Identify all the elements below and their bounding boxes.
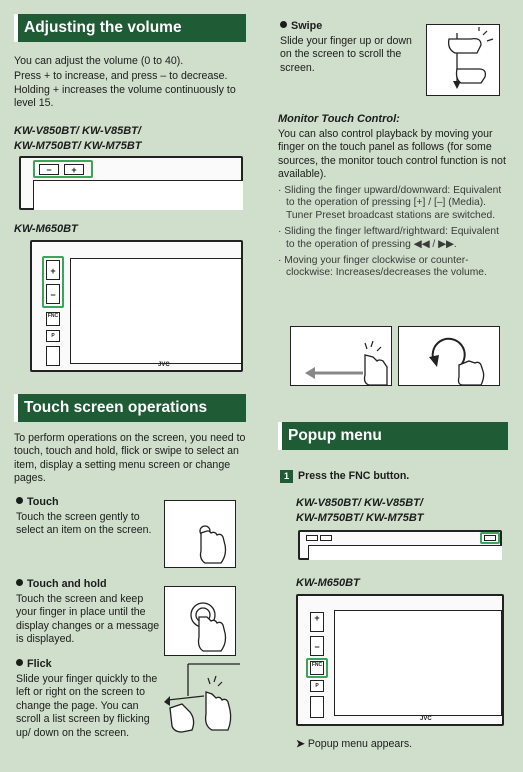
fnc-highlight-b: [306, 658, 328, 678]
bullet-icon: [16, 659, 23, 666]
device-screen: [33, 180, 243, 210]
popup-brand-logo: JVC: [420, 716, 432, 722]
touch-block: Touch Touch the screen gently to select …: [16, 496, 164, 538]
device-button-left: [306, 535, 318, 541]
volume-hold-text: Holding + increases the volume continuou…: [14, 83, 236, 110]
monitor-touch-title: Monitor Touch Control:: [278, 113, 400, 125]
popup-section: Popup menu: [278, 422, 508, 450]
left-column: Adjusting the volume You can adjust the …: [14, 14, 246, 154]
heading-touch-operations: Touch screen operations: [14, 394, 246, 422]
popup-device-screen: [308, 545, 502, 560]
popup-device-screen-b: [334, 610, 502, 716]
rotate-illustration: [398, 326, 500, 386]
monitor-touch-text: You can also control playback by moving …: [278, 128, 506, 181]
slide-left-icon: [305, 340, 388, 386]
fnc-button-wide: [484, 535, 496, 541]
popup-disc-slot: [310, 696, 324, 718]
touch-text: Touch the screen gently to select an ite…: [16, 511, 152, 537]
popup-device-m650: + − FNC P JVC: [296, 594, 504, 726]
flick-text: Slide your finger quickly to the left or…: [16, 673, 158, 739]
flick-finger-icon: [164, 663, 240, 733]
model-b-label: KW-M650BT: [14, 223, 78, 235]
rotate-icon: [429, 337, 485, 386]
slide-illustration: [290, 326, 392, 386]
monitor-item-vertical: · Sliding the finger upward/downward: Eq…: [278, 184, 502, 222]
popup-plus-button: +: [310, 612, 324, 632]
popup-models-line1: KW-V850BT/ KW-V85BT/: [296, 497, 423, 509]
bullet-icon: [16, 497, 23, 504]
fnc-highlight: [480, 532, 500, 544]
popup-device-wide: [298, 530, 502, 560]
swipe-block: Swipe Slide your finger up or down on th…: [280, 20, 422, 75]
popup-minus-button: −: [310, 636, 324, 656]
volume-plus-button-b: +: [46, 260, 60, 280]
device-button-left-2: [320, 535, 332, 541]
fnc-label: FNC: [47, 313, 59, 319]
step-number-badge: 1: [280, 470, 293, 483]
device-illustration-m650: + − FNC P JVC: [30, 240, 243, 372]
touch-title: Touch: [16, 496, 164, 509]
hold-block: Touch and hold Touch the screen and keep…: [16, 578, 164, 647]
model-list-a-line1: KW-V850BT/ KW-V85BT/: [14, 124, 141, 137]
device-screen-b: [70, 258, 242, 364]
volume-plus-button: +: [64, 164, 84, 175]
hold-illustration: [164, 586, 236, 656]
heading-adjusting-volume: Adjusting the volume: [14, 14, 246, 42]
popup-result-text: ➤ Popup menu appears.: [296, 738, 412, 751]
touch-finger-icon: [199, 525, 227, 564]
step-1-text: Press the FNC button.: [298, 470, 410, 482]
fnc-button-b: FNC: [46, 312, 60, 326]
popup-fnc-label: FNC: [311, 662, 323, 668]
popup-model-list-a: KW-V850BT/ KW-V85BT/ KW-M750BT/ KW-M75BT: [296, 496, 424, 526]
swipe-illustration: [426, 24, 500, 96]
flick-title: Flick: [16, 658, 162, 671]
monitor-item-rotate: · Moving your finger clockwise or counte…: [278, 254, 487, 279]
swipe-finger-icon: [447, 27, 494, 89]
volume-buttons-highlight-b: [42, 256, 64, 308]
bullet-icon: [280, 21, 287, 28]
aux-button-b: P: [46, 330, 60, 342]
volume-buttons-highlight: [33, 160, 93, 178]
flick-block: Flick Slide your finger quickly to the l…: [16, 658, 162, 740]
arrow-icon: ➤: [296, 738, 305, 750]
hold-finger-icon: [190, 602, 227, 652]
touch-illustration: [164, 500, 236, 568]
popup-fnc-button: FNC: [310, 661, 324, 675]
popup-step-1: 1 Press the FNC button.: [280, 470, 409, 483]
popup-model-b-label: KW-M650BT: [296, 577, 360, 589]
swipe-title: Swipe: [280, 20, 422, 33]
swipe-text: Slide your finger up or down on the scre…: [280, 35, 412, 74]
volume-minus-button: −: [39, 164, 59, 175]
bullet-icon: [16, 579, 23, 586]
monitor-touch-section: Monitor Touch Control: You can also cont…: [278, 113, 510, 280]
volume-minus-button-b: −: [46, 284, 60, 304]
device-illustration-wide: − +: [19, 156, 243, 210]
volume-press-text: Press + to increase, and press – to decr…: [14, 70, 228, 83]
heading-popup-menu: Popup menu: [278, 422, 508, 450]
brand-logo-b: JVC: [158, 362, 170, 368]
monitor-item-horizontal: · Sliding the finger leftward/rightward:…: [278, 226, 499, 250]
hold-text: Touch the screen and keep your finger in…: [16, 593, 160, 646]
popup-aux-button: P: [310, 680, 324, 692]
popup-result-label: Popup menu appears.: [307, 738, 413, 750]
disc-slot-b: [46, 346, 60, 366]
touch-intro-text: To perform operations on the screen, you…: [14, 432, 246, 485]
flick-illustration: [162, 662, 242, 734]
hold-title: Touch and hold: [16, 578, 164, 591]
volume-range-text: You can adjust the volume (0 to 40).: [14, 55, 184, 67]
model-list-a-line2: KW-M750BT/ KW-M75BT: [14, 139, 142, 152]
popup-models-line2: KW-M750BT/ KW-M75BT: [296, 512, 424, 524]
touch-section: Touch screen operations To perform opera…: [14, 394, 246, 486]
